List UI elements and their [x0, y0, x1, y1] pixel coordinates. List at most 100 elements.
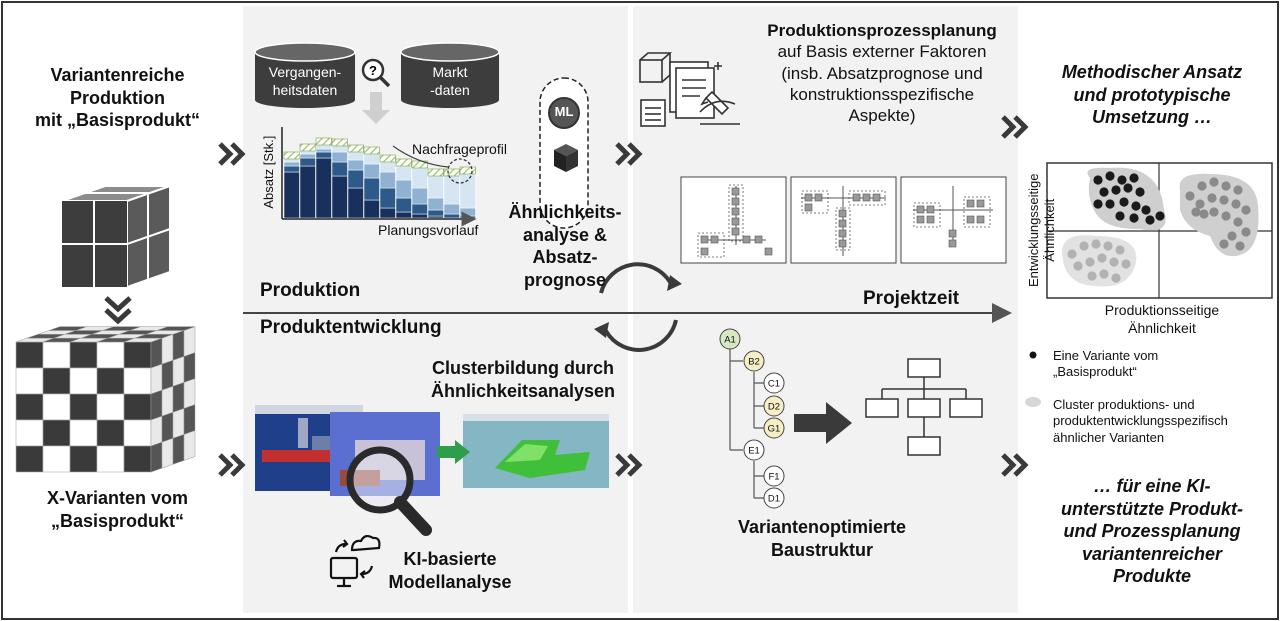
magnifier-question-icon: ?: [361, 58, 391, 88]
tree-node-label: B2: [748, 357, 760, 368]
timeline-product-dev-label: Produktentwicklung: [260, 317, 442, 338]
variant-dot: [1105, 199, 1115, 209]
variant-dot: [1091, 239, 1101, 249]
cube-cell: [123, 419, 152, 447]
variant-dot: [1141, 205, 1151, 215]
legend-variant-line: „Basisprodukt“: [1053, 364, 1137, 380]
cube-cell: [15, 445, 44, 473]
planning-documents-icon: [639, 52, 740, 127]
cube-side-cell: [172, 382, 185, 413]
variant-dot: [1221, 181, 1231, 191]
chart-bar-segment: [299, 153, 316, 159]
db-past-label-line: heitsdaten: [272, 81, 338, 98]
tree-node: B2: [743, 350, 765, 372]
chart-bar-forecast: [427, 168, 444, 177]
chart-bar-forecast: [315, 137, 332, 146]
structure-tree-icon: [865, 358, 983, 456]
legend-cluster-text: Cluster produktions- und produktentwickl…: [1053, 397, 1228, 446]
chart-bar-segment: [363, 177, 380, 201]
left-heading: Variantenreiche Produktion mit „Basispro…: [20, 64, 215, 132]
cube-cell: [69, 393, 98, 421]
variant-dot: [1099, 187, 1109, 197]
cube-side-cell: [161, 437, 174, 469]
method-title-line: Methodischer Ansatz: [1061, 62, 1243, 82]
chart-bar-forecast: [299, 143, 316, 152]
cube-cell: [96, 393, 125, 421]
cluster-y-axis-label: Entwicklungsseitige Ähnlichkeit: [1026, 155, 1059, 305]
chart-bar-segment: [299, 165, 316, 219]
variant-dot: [1209, 177, 1219, 187]
cube-side-cell: [183, 430, 196, 461]
db-market-label: Markt -daten: [401, 64, 499, 99]
solid-cube-icon: [61, 184, 171, 289]
layout-variants-group: [680, 176, 1007, 264]
layout-zone: [848, 190, 886, 206]
variant-dot: [1241, 205, 1251, 215]
tree-node-label: E1: [748, 446, 760, 457]
build-structure-label: Variantenoptimierte Baustruktur: [712, 516, 932, 561]
cube-cell: [42, 367, 71, 395]
variant-dot: [1111, 273, 1121, 283]
database-market-icon: [400, 42, 500, 108]
cube-top-cell: [156, 326, 196, 331]
black-box-icon: [554, 144, 578, 172]
ml-badge-label: ML: [554, 104, 574, 119]
cube-cell: [96, 367, 125, 395]
chart-bar-segment: [443, 213, 460, 219]
chart-bar-segment: [347, 151, 364, 161]
double-chevron-right-icon: [615, 453, 643, 477]
double-chevron-right-icon: [615, 142, 643, 166]
legend-cluster-line: produktentwicklungsspezifisch: [1053, 413, 1228, 429]
variant-dot: [1219, 239, 1229, 249]
chart-bar-segment: [379, 161, 396, 173]
chart-bar-segment: [379, 207, 396, 219]
cube-cell: [96, 341, 125, 369]
cube-side-cell: [150, 415, 163, 447]
tree-node: D2: [763, 395, 785, 417]
cube-side-cell: [172, 434, 185, 465]
similarity-label-line: prognose: [523, 269, 606, 290]
build-structure-line: Baustruktur: [770, 539, 873, 560]
chart-bar-segment: [363, 163, 380, 179]
cube-cell: [15, 341, 44, 369]
tree-node-label: G1: [768, 424, 781, 435]
variant-dot: [1219, 195, 1229, 205]
db-past-label-line: Vergangen-: [268, 64, 342, 80]
closing-line: und Prozessplanung: [1063, 521, 1241, 541]
cube-side-cell: [183, 352, 196, 383]
tree-node: C1: [763, 372, 785, 394]
chart-bar-segment: [283, 158, 300, 163]
variant-dot: [1241, 227, 1251, 237]
tree-node: G1: [763, 417, 785, 439]
layout-station: [731, 187, 740, 196]
chart-bar-forecast: [347, 144, 364, 153]
chart-y-axis-label: Absatz [Stk.]: [260, 135, 276, 209]
layout-station: [976, 199, 985, 208]
chart-bar-segment: [363, 153, 380, 165]
cube-side-cell: [161, 411, 174, 443]
variant-dot: [1103, 241, 1113, 251]
layout-zone: [963, 196, 991, 228]
chart-bar-segment: [347, 159, 364, 171]
svg-text:?: ?: [369, 63, 377, 78]
layout-station: [710, 235, 719, 244]
demand-bar-chart: [283, 137, 476, 219]
layout-station: [916, 205, 925, 214]
variant-dot: [1221, 211, 1231, 221]
layout-station: [948, 239, 957, 248]
variant-dot: [1207, 193, 1217, 203]
variant-dot: [1115, 245, 1125, 255]
cloud-computer-icon: [329, 534, 381, 588]
legend-variant-line: Eine Variante vom: [1053, 348, 1159, 363]
legend-cluster-icon: [1025, 397, 1041, 407]
chart-bar-segment: [331, 161, 348, 177]
cube-side-cell: [161, 333, 174, 365]
chart-bar-segment: [459, 215, 476, 219]
ki-analysis-label: KI-basierte Modellanalyse: [375, 548, 525, 593]
variant-dot: [1117, 175, 1127, 185]
layout-station: [731, 197, 740, 206]
layout-zone: [728, 184, 744, 242]
variant-dot: [1129, 173, 1139, 183]
